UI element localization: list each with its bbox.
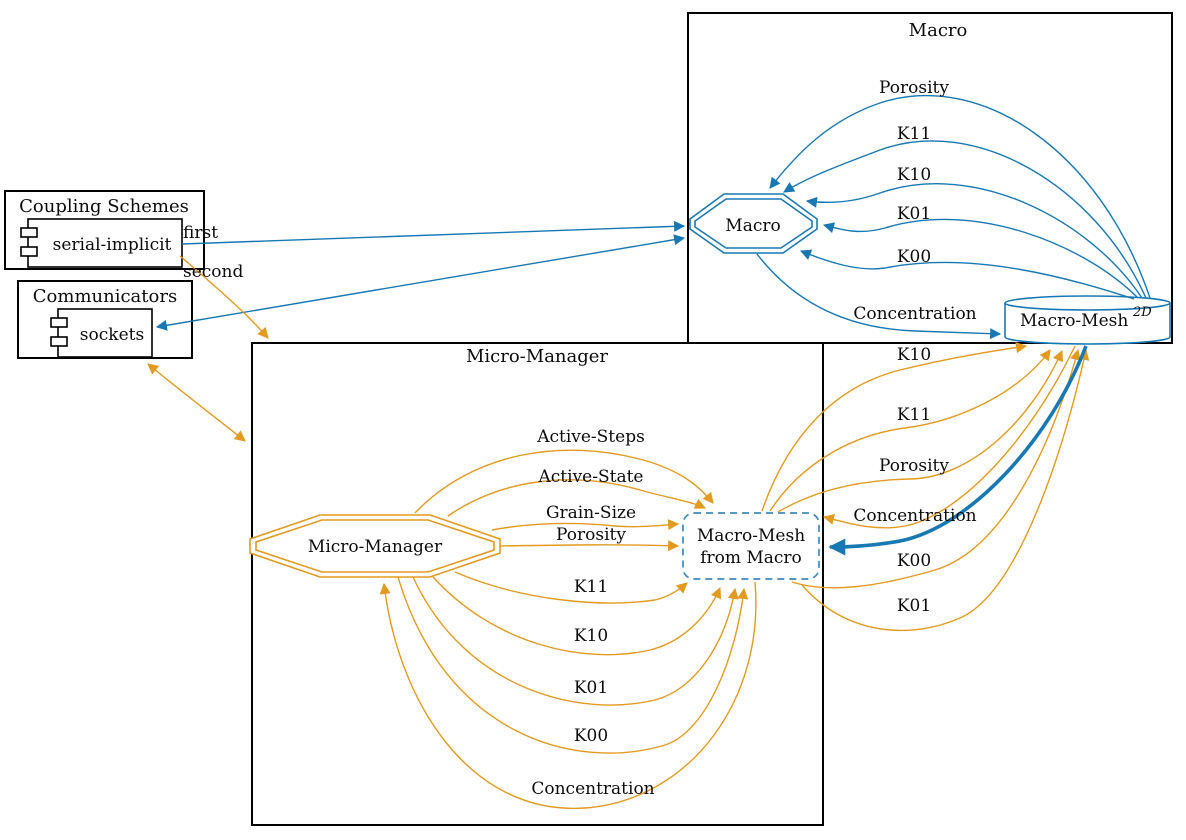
macro-mesh-from-macro-box xyxy=(682,512,820,580)
sockets-label: sockets xyxy=(80,325,144,345)
serial-implicit-component: serial-implicit xyxy=(20,218,183,268)
edge-label: Porosity xyxy=(879,78,949,98)
macro-octagon-outer xyxy=(689,193,818,254)
edge-label: Concentration xyxy=(853,304,976,324)
macro-mesh-from-macro-label-line1: Macro-Mesh xyxy=(697,526,805,546)
edge-label: K10 xyxy=(574,626,608,646)
communicators-title: Communicators xyxy=(33,286,177,307)
micro-manager-participant-label: Micro-Manager xyxy=(308,537,443,557)
coupling-schemes-box xyxy=(4,190,205,270)
edge-macro-read-k11 xyxy=(783,140,1147,299)
macro-mesh-cylinder-top xyxy=(1004,295,1171,311)
edge-macro-read-k00 xyxy=(799,249,1135,300)
edge-label: Concentration xyxy=(531,779,654,799)
coupling-schemes-title: Coupling Schemes xyxy=(19,196,189,217)
edge-label: Concentration xyxy=(853,506,976,526)
sockets-component: sockets xyxy=(50,308,153,358)
micro-cluster-box xyxy=(251,342,824,826)
edge-exchange-k10 xyxy=(761,342,1028,512)
edge-macro-read-porosity xyxy=(769,94,1151,299)
macro-mesh-from-macro-label-line2: from Macro xyxy=(700,548,802,568)
edge-exchange-porosity xyxy=(777,349,1063,513)
edge-macro-read-k01 xyxy=(822,218,1139,299)
edge-label: Active-Steps xyxy=(536,427,645,447)
edge-label: K00 xyxy=(897,551,931,571)
edge-sockets-macro-communicator xyxy=(155,234,686,331)
edge-exchange-k01 xyxy=(801,348,1090,632)
component-tab-icon xyxy=(50,336,68,347)
sockets-box xyxy=(57,308,153,358)
edge-micro-write-k10 xyxy=(432,576,722,656)
edge-micro-write-porosity xyxy=(499,540,680,552)
micro-cluster-title: Micro-Manager xyxy=(466,346,608,367)
component-tab-icon xyxy=(20,246,38,257)
macro-cluster-title: Macro xyxy=(909,20,968,41)
micro-manager-participant-node: Micro-Manager xyxy=(249,514,501,578)
macro-mesh-2d-node: Macro-Mesh 2D xyxy=(1004,295,1171,345)
micro-manager-octagon-inner xyxy=(255,519,495,573)
edge-exchange-concentration-orange xyxy=(822,345,1076,529)
edge-label: Active-State xyxy=(538,467,644,487)
edge-exchange-k11 xyxy=(769,349,1051,512)
edge-label: K10 xyxy=(897,345,931,365)
edge-label: K00 xyxy=(574,726,608,746)
edge-label: K10 xyxy=(897,165,931,185)
edge-label: K01 xyxy=(574,678,608,698)
macro-cluster-box xyxy=(687,12,1173,344)
edge-macro-read-k10 xyxy=(805,183,1143,299)
component-tab-icon xyxy=(50,317,68,328)
edge-label: Grain-Size xyxy=(546,503,636,523)
edge-second-serialimplicit-to-micromanager xyxy=(179,255,269,339)
macro-mesh-from-macro-node: Macro-Mesh from Macro xyxy=(682,512,820,580)
edge-micro-write-active-steps xyxy=(414,449,714,514)
edge-label: K11 xyxy=(897,124,931,144)
micro-manager-octagon-outer xyxy=(249,514,501,578)
macro-octagon-inner xyxy=(694,198,813,249)
edge-label-first: first xyxy=(183,223,218,243)
edge-label: K11 xyxy=(574,577,608,597)
edge-micro-write-active-state xyxy=(447,479,706,517)
edge-label: Porosity xyxy=(879,456,949,476)
macro-participant-node: Macro xyxy=(689,193,818,254)
edge-label-second: second xyxy=(183,262,243,282)
serial-implicit-label: serial-implicit xyxy=(53,235,172,255)
edge-micro-read-concentration xyxy=(379,581,757,809)
component-tab-icon xyxy=(20,227,38,238)
edge-micro-write-k00 xyxy=(397,576,749,754)
edge-micro-write-k01 xyxy=(412,576,739,706)
edge-exchange-k00 xyxy=(791,348,1081,589)
edge-label: K01 xyxy=(897,204,931,224)
edge-micro-write-grain-size xyxy=(491,519,680,531)
edge-label: K00 xyxy=(897,247,931,267)
macro-mesh-cylinder-body xyxy=(1004,303,1171,345)
edge-micro-write-k11 xyxy=(454,571,688,604)
edge-label: K01 xyxy=(897,596,931,616)
edge-exchange-concentration-thick-blue xyxy=(828,345,1088,556)
edge-macro-write-concentration xyxy=(756,253,1002,340)
edge-sockets-micromanager-communicator xyxy=(147,363,246,442)
macro-mesh-superscript: 2D xyxy=(1132,305,1152,320)
macro-mesh-label: Macro-Mesh xyxy=(1020,311,1128,331)
edge-label: K11 xyxy=(897,405,931,425)
edge-label: Porosity xyxy=(556,525,626,545)
macro-participant-label: Macro xyxy=(725,216,780,236)
